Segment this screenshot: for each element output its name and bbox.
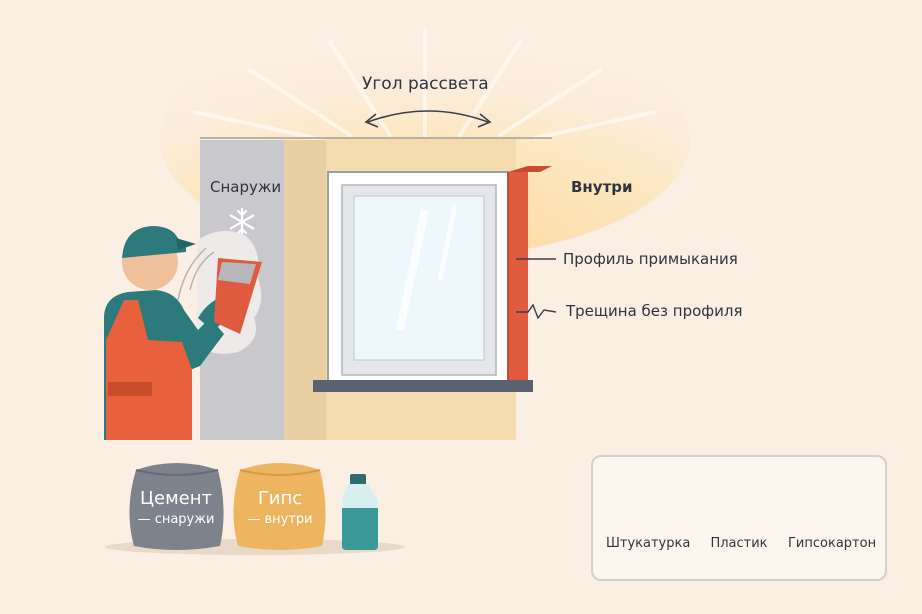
outside-label: Снаружи — [210, 178, 282, 196]
materials-panel — [591, 455, 887, 581]
gypsum-bag — [233, 463, 326, 550]
snowflake-icon — [229, 207, 255, 237]
sunrise-angle-arrow — [364, 110, 492, 128]
adjoining-profile-label: Профиль примыкания — [563, 250, 738, 268]
cement-bag-name: Цемент — [140, 488, 212, 509]
drywall-label: Гипсокартон — [788, 536, 877, 551]
sunrise-angle-label: Угол рассвета — [362, 74, 489, 94]
crack-label: Трещина без профиля — [566, 302, 743, 320]
cement-bag — [129, 463, 224, 550]
gypsum-bag-name: Гипс — [257, 488, 303, 509]
worker-illustration — [104, 226, 262, 440]
plaster-label: Штукатурка — [606, 536, 691, 551]
primer-bottle-icon — [342, 474, 378, 550]
window — [327, 171, 509, 387]
window-sill — [313, 380, 533, 392]
crack-pointer — [516, 303, 557, 320]
gypsum-bag-note: — внутри — [247, 512, 313, 527]
cement-bag-note: — снаружи — [137, 512, 215, 527]
inside-label: Внутри — [571, 178, 633, 196]
wall-core — [284, 140, 328, 440]
adjoining-profile — [507, 166, 552, 380]
plastic-label: Пластик — [710, 536, 768, 551]
